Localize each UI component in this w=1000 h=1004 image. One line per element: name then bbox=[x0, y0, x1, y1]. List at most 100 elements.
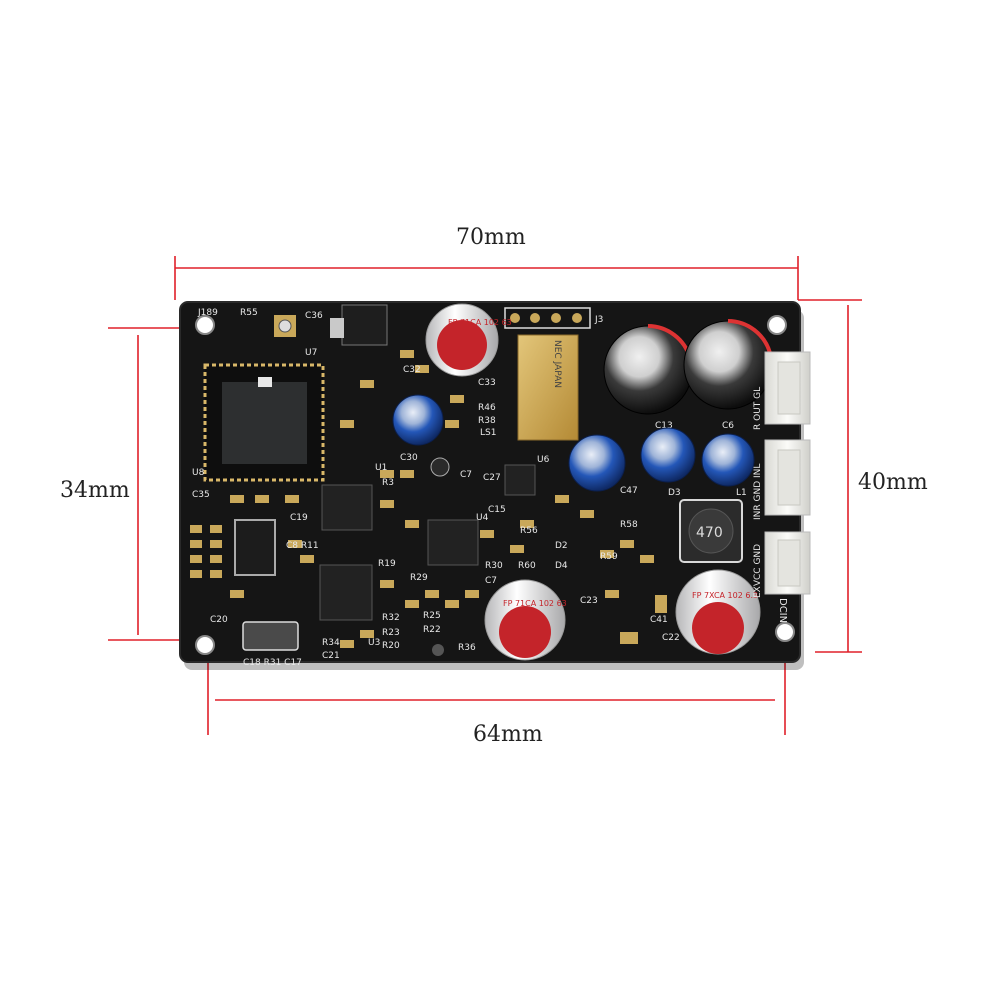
svg-text:C6: C6 bbox=[722, 421, 734, 431]
svg-text:R32: R32 bbox=[382, 613, 400, 623]
crystal: C18 R31 C17 bbox=[242, 621, 302, 668]
svg-text:R34: R34 bbox=[322, 638, 340, 648]
bluetooth-ref-label: U8 bbox=[192, 468, 205, 478]
svg-text:C23: C23 bbox=[580, 596, 598, 606]
ic-chip bbox=[319, 564, 373, 621]
polymer-cap-bottom-left: FP 71CA 102 63 bbox=[484, 579, 567, 661]
dcin-label: DCIN bbox=[777, 598, 788, 623]
svg-text:R36: R36 bbox=[458, 643, 476, 653]
svg-text:U1: U1 bbox=[375, 463, 387, 473]
relay: NEC JAPAN bbox=[517, 334, 579, 441]
svg-text:C27: C27 bbox=[483, 473, 501, 483]
connector-out-label: R OUT GL bbox=[753, 387, 763, 430]
svg-text:C41: C41 bbox=[650, 615, 668, 625]
svg-text:C13: C13 bbox=[655, 421, 673, 431]
svg-text:C8 R11: C8 R11 bbox=[286, 541, 319, 551]
svg-text:C36: C36 bbox=[305, 311, 323, 321]
svg-text:R60: R60 bbox=[518, 561, 536, 571]
mounting-hole bbox=[775, 622, 795, 642]
mounting-hole bbox=[195, 635, 215, 655]
ic-chip bbox=[234, 519, 276, 576]
svg-text:C7: C7 bbox=[460, 470, 472, 480]
svg-text:J189: J189 bbox=[197, 308, 218, 318]
dimension-right-label: 40mm bbox=[858, 470, 928, 495]
regulator-tab bbox=[330, 318, 344, 338]
connector-power-label: EXVCC GND bbox=[753, 544, 763, 598]
cap-marking: FP 71CA 102 63 bbox=[503, 599, 567, 608]
electrolytic-cap-blue bbox=[701, 433, 755, 487]
silkscreen-labels: J189 R55 C36 U7 C32 C33 R46 R38 LS1 J3 C… bbox=[192, 308, 747, 661]
svg-text:R56: R56 bbox=[520, 526, 538, 536]
cap-marking: FP 71CA 102 63 bbox=[448, 318, 512, 327]
svg-text:R23: R23 bbox=[382, 628, 400, 638]
connector-out: R OUT GL bbox=[753, 351, 811, 430]
svg-text:J3: J3 bbox=[594, 315, 603, 325]
svg-text:C7: C7 bbox=[485, 576, 497, 586]
regulator-chip bbox=[341, 304, 388, 346]
crystal-ref-label: C18 R31 C17 bbox=[243, 658, 302, 668]
svg-text:U6: U6 bbox=[537, 455, 550, 465]
transistor bbox=[430, 457, 450, 477]
ic-chip bbox=[504, 464, 536, 496]
electrolytic-cap-black bbox=[603, 324, 693, 415]
svg-text:LS1: LS1 bbox=[480, 428, 496, 438]
electrolytic-cap-black bbox=[683, 319, 773, 410]
connector-in-label: INR GND INL bbox=[753, 464, 763, 520]
svg-text:C15: C15 bbox=[488, 505, 506, 515]
svg-text:C22: C22 bbox=[662, 633, 680, 643]
svg-text:R55: R55 bbox=[240, 308, 258, 318]
dimension-left-label: 34mm bbox=[60, 478, 130, 503]
dimension-lines bbox=[108, 256, 862, 735]
svg-text:R38: R38 bbox=[478, 416, 496, 426]
electrolytic-cap-blue bbox=[392, 394, 444, 446]
svg-text:C20: C20 bbox=[210, 615, 228, 625]
svg-text:U3: U3 bbox=[368, 638, 380, 648]
svg-text:C35: C35 bbox=[192, 490, 210, 500]
inductor-value: 470 bbox=[696, 525, 723, 541]
svg-text:D3: D3 bbox=[668, 488, 681, 498]
svg-text:C33: C33 bbox=[478, 378, 496, 388]
svg-text:D2: D2 bbox=[555, 541, 568, 551]
electrolytic-cap-blue bbox=[568, 434, 626, 492]
dimension-bottom-label: 64mm bbox=[473, 722, 543, 747]
svg-text:C30: C30 bbox=[400, 453, 418, 463]
connector-in: INR GND INL bbox=[753, 439, 811, 520]
svg-text:R46: R46 bbox=[478, 403, 496, 413]
connector-power: EXVCC GND bbox=[753, 531, 811, 598]
svg-text:L1: L1 bbox=[736, 488, 747, 498]
via bbox=[432, 644, 444, 656]
svg-text:R20: R20 bbox=[382, 641, 400, 651]
svg-text:R58: R58 bbox=[620, 520, 638, 530]
svg-text:U4: U4 bbox=[476, 513, 489, 523]
ic-chip bbox=[427, 519, 479, 566]
antenna-connector bbox=[274, 315, 296, 337]
inductor: 470 bbox=[679, 499, 743, 563]
svg-text:R29: R29 bbox=[410, 573, 428, 583]
dimension-top-label: 70mm bbox=[456, 225, 526, 250]
svg-text:C19: C19 bbox=[290, 513, 308, 523]
bluetooth-module: U8 bbox=[192, 363, 325, 482]
polymer-cap-top: FP 71CA 102 63 bbox=[425, 303, 512, 377]
cap-marking: FP 7XCA 102 6.3 bbox=[692, 591, 758, 600]
svg-text:U7: U7 bbox=[305, 348, 317, 358]
svg-text:C21: C21 bbox=[322, 651, 340, 661]
svg-text:R59: R59 bbox=[600, 552, 618, 562]
mounting-hole bbox=[767, 315, 787, 335]
svg-text:R19: R19 bbox=[378, 559, 396, 569]
relay-label: NEC JAPAN bbox=[552, 340, 562, 388]
header-pins bbox=[504, 307, 591, 329]
svg-text:C47: C47 bbox=[620, 486, 638, 496]
mounting-hole bbox=[195, 315, 215, 335]
svg-text:D4: D4 bbox=[555, 561, 568, 571]
svg-text:R30: R30 bbox=[485, 561, 503, 571]
svg-text:R25: R25 bbox=[423, 611, 441, 621]
ic-chip bbox=[321, 484, 373, 531]
polymer-cap-bottom-right: FP 7XCA 102 6.3 bbox=[675, 569, 761, 655]
svg-text:R3: R3 bbox=[382, 478, 394, 488]
svg-text:R22: R22 bbox=[423, 625, 441, 635]
smd-passives bbox=[190, 350, 667, 648]
svg-text:C32: C32 bbox=[403, 365, 421, 375]
electrolytic-cap-blue bbox=[640, 427, 696, 483]
